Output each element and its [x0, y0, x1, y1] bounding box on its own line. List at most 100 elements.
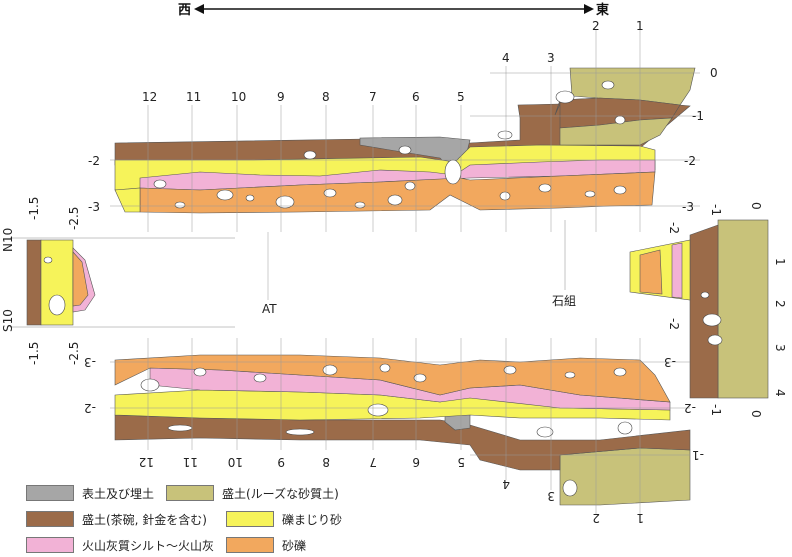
legend-label-orange: 砂礫	[282, 538, 307, 553]
depth-minus3-right: -3	[682, 200, 694, 214]
right-olive	[717, 219, 769, 399]
top-num-6: 6	[412, 90, 420, 104]
left-section-labels: N10 S10 -1.5 -2.5 -1.5 -2.5	[1, 197, 81, 365]
right-num-3: 3	[773, 344, 787, 352]
left-depth-top-1: -1.5	[27, 197, 41, 220]
left-depth-bottom-2: -2.5	[67, 342, 81, 365]
legend-swatch-gray	[26, 485, 74, 501]
depth-0: 0	[710, 66, 718, 80]
legend-swatch-pink	[26, 537, 74, 553]
depth-minus2-right: -2	[684, 154, 696, 168]
bottom-depth-labels: -3 -2 -3 -2 -1	[84, 355, 704, 462]
top-num-12: 12	[142, 90, 157, 104]
west-label: 西	[178, 3, 191, 18]
bottom-orange-layer	[114, 354, 671, 403]
bottom-depth-minus3-right: -3	[664, 355, 676, 369]
top-num-11: 11	[186, 90, 201, 104]
legend-item-yellow: 礫まじり砂	[226, 510, 342, 528]
stone-label: 石組	[552, 294, 576, 308]
legend-item-orange: 砂礫	[226, 536, 306, 554]
top-yellow-lower	[114, 187, 141, 213]
legend-item-gray: 表土及び埋土	[26, 484, 154, 502]
arrow-head-west	[194, 4, 204, 14]
east-label: 東	[596, 2, 609, 18]
top-gravel-stones	[153, 80, 627, 209]
bottom-num-3: 3	[547, 489, 555, 503]
legend-item-olive: 盛土(ルーズな砂質土)	[166, 484, 339, 502]
bottom-num-10: 10	[228, 455, 243, 469]
legend-swatch-olive	[166, 485, 214, 501]
depth-minus1: -1	[692, 109, 704, 123]
legend-label-gray: 表土及び埋土	[82, 486, 155, 501]
right-stones	[700, 291, 723, 346]
legend-swatch-yellow	[226, 511, 274, 527]
bottom-num-6: 6	[412, 455, 420, 469]
right-num-1: 1	[773, 258, 787, 266]
right-pink	[671, 242, 683, 299]
legend-label-olive: 盛土(ルーズな砂質土)	[222, 486, 339, 501]
legend-label-brown: 盛土(茶碗, 針金を含む)	[82, 512, 207, 527]
left-depth-top-2: -2.5	[67, 207, 81, 230]
right-section-labels: 1 2 3 4 0 -1 -2 0 -1 -2	[667, 202, 787, 418]
bottom-column-numbers: 12 11 10 9 8 7 6 5 4 3 2 1	[139, 455, 644, 525]
bottom-num-12: 12	[139, 455, 154, 469]
at-label: AT	[262, 302, 277, 316]
depth-minus2-left: -2	[88, 154, 100, 168]
s10-label: S10	[1, 309, 15, 332]
legend-label-yellow: 礫まじり砂	[282, 512, 343, 527]
left-depth-bottom-1: -1.5	[27, 342, 41, 365]
bottom-num-5: 5	[457, 455, 465, 469]
legend-item-pink: 火山灰質シルト～火山灰	[26, 536, 214, 554]
left-brown	[26, 239, 42, 326]
left-section	[10, 237, 235, 328]
top-orange-layer	[139, 171, 656, 214]
bottom-depth-minus3-left: -3	[84, 355, 96, 369]
right-brown	[689, 224, 719, 399]
top-num-4: 4	[502, 51, 510, 65]
bottom-num-11: 11	[183, 455, 198, 469]
right-orange	[639, 249, 663, 295]
right-depth-1-bottom: -1	[709, 404, 723, 416]
top-num-7: 7	[369, 90, 377, 104]
bottom-depth-minus2-right: -2	[684, 401, 696, 415]
top-depth-labels: 0 -1 -2 -3 -2 -3	[88, 66, 718, 214]
legend: 表土及び埋土 盛土(ルーズな砂質土) 盛土(茶碗, 針金を含む) 礫まじり砂 火…	[26, 484, 466, 554]
top-num-3: 3	[547, 51, 555, 65]
bottom-num-9: 9	[277, 455, 285, 469]
right-depth-0-top: 0	[749, 202, 763, 210]
legend-swatch-brown	[26, 511, 74, 527]
arrow-head-east	[584, 4, 594, 14]
bottom-depth-minus1-right: -1	[692, 448, 704, 462]
bottom-num-4: 4	[502, 477, 510, 491]
top-column-numbers: 12 11 10 9 8 7 6 5 4 3 2 1	[142, 19, 644, 104]
bottom-num-7: 7	[369, 455, 377, 469]
bottom-num-8: 8	[322, 455, 330, 469]
top-olive-band2	[559, 117, 673, 146]
right-num-2: 2	[773, 300, 787, 308]
top-num-9: 9	[277, 90, 285, 104]
top-num-1: 1	[636, 19, 644, 33]
left-stones	[43, 256, 66, 316]
right-depth-1-top: -1	[709, 204, 723, 216]
legend-item-brown: 盛土(茶碗, 針金を含む)	[26, 510, 207, 528]
legend-label-pink: 火山灰質シルト～火山灰	[82, 538, 215, 553]
n10-label: N10	[1, 228, 15, 252]
bottom-num-1: 1	[636, 511, 644, 525]
right-section	[564, 219, 769, 399]
bottom-gravel-stones	[140, 363, 633, 497]
grid-lines	[110, 30, 700, 515]
top-num-8: 8	[322, 90, 330, 104]
right-num-4: 4	[773, 389, 787, 397]
bottom-num-2: 2	[592, 511, 600, 525]
right-depth-2-top: -2	[667, 222, 681, 234]
bottom-section	[114, 354, 691, 506]
right-depth-2-bottom: -2	[667, 318, 681, 330]
left-orange	[72, 251, 89, 307]
bottom-depth-minus2-left: -2	[84, 401, 96, 415]
bottom-olive-fill	[559, 447, 691, 506]
top-num-2: 2	[592, 19, 600, 33]
top-num-5: 5	[457, 90, 465, 104]
top-section	[114, 67, 696, 214]
legend-swatch-orange	[226, 537, 274, 553]
